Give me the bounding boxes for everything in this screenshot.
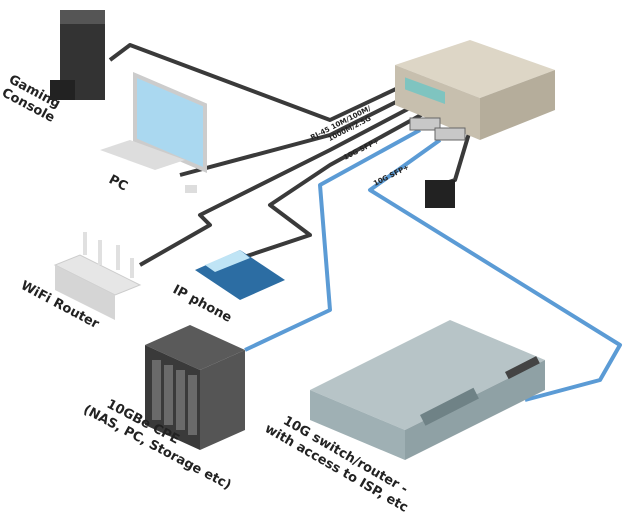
ip-phone	[195, 250, 285, 300]
10g-switch-router	[310, 320, 545, 460]
sfp-modules	[409, 117, 466, 141]
power-adapter	[425, 180, 455, 208]
label-pc: PC	[106, 172, 130, 194]
label-sfp-2: 10G SFP+	[372, 163, 410, 188]
pc	[100, 71, 207, 193]
gaming-console	[50, 10, 105, 100]
fiber-cables	[244, 128, 622, 402]
multi-gig-switch	[395, 40, 555, 140]
nas-cpe	[145, 325, 245, 450]
wifi-router	[53, 232, 142, 320]
